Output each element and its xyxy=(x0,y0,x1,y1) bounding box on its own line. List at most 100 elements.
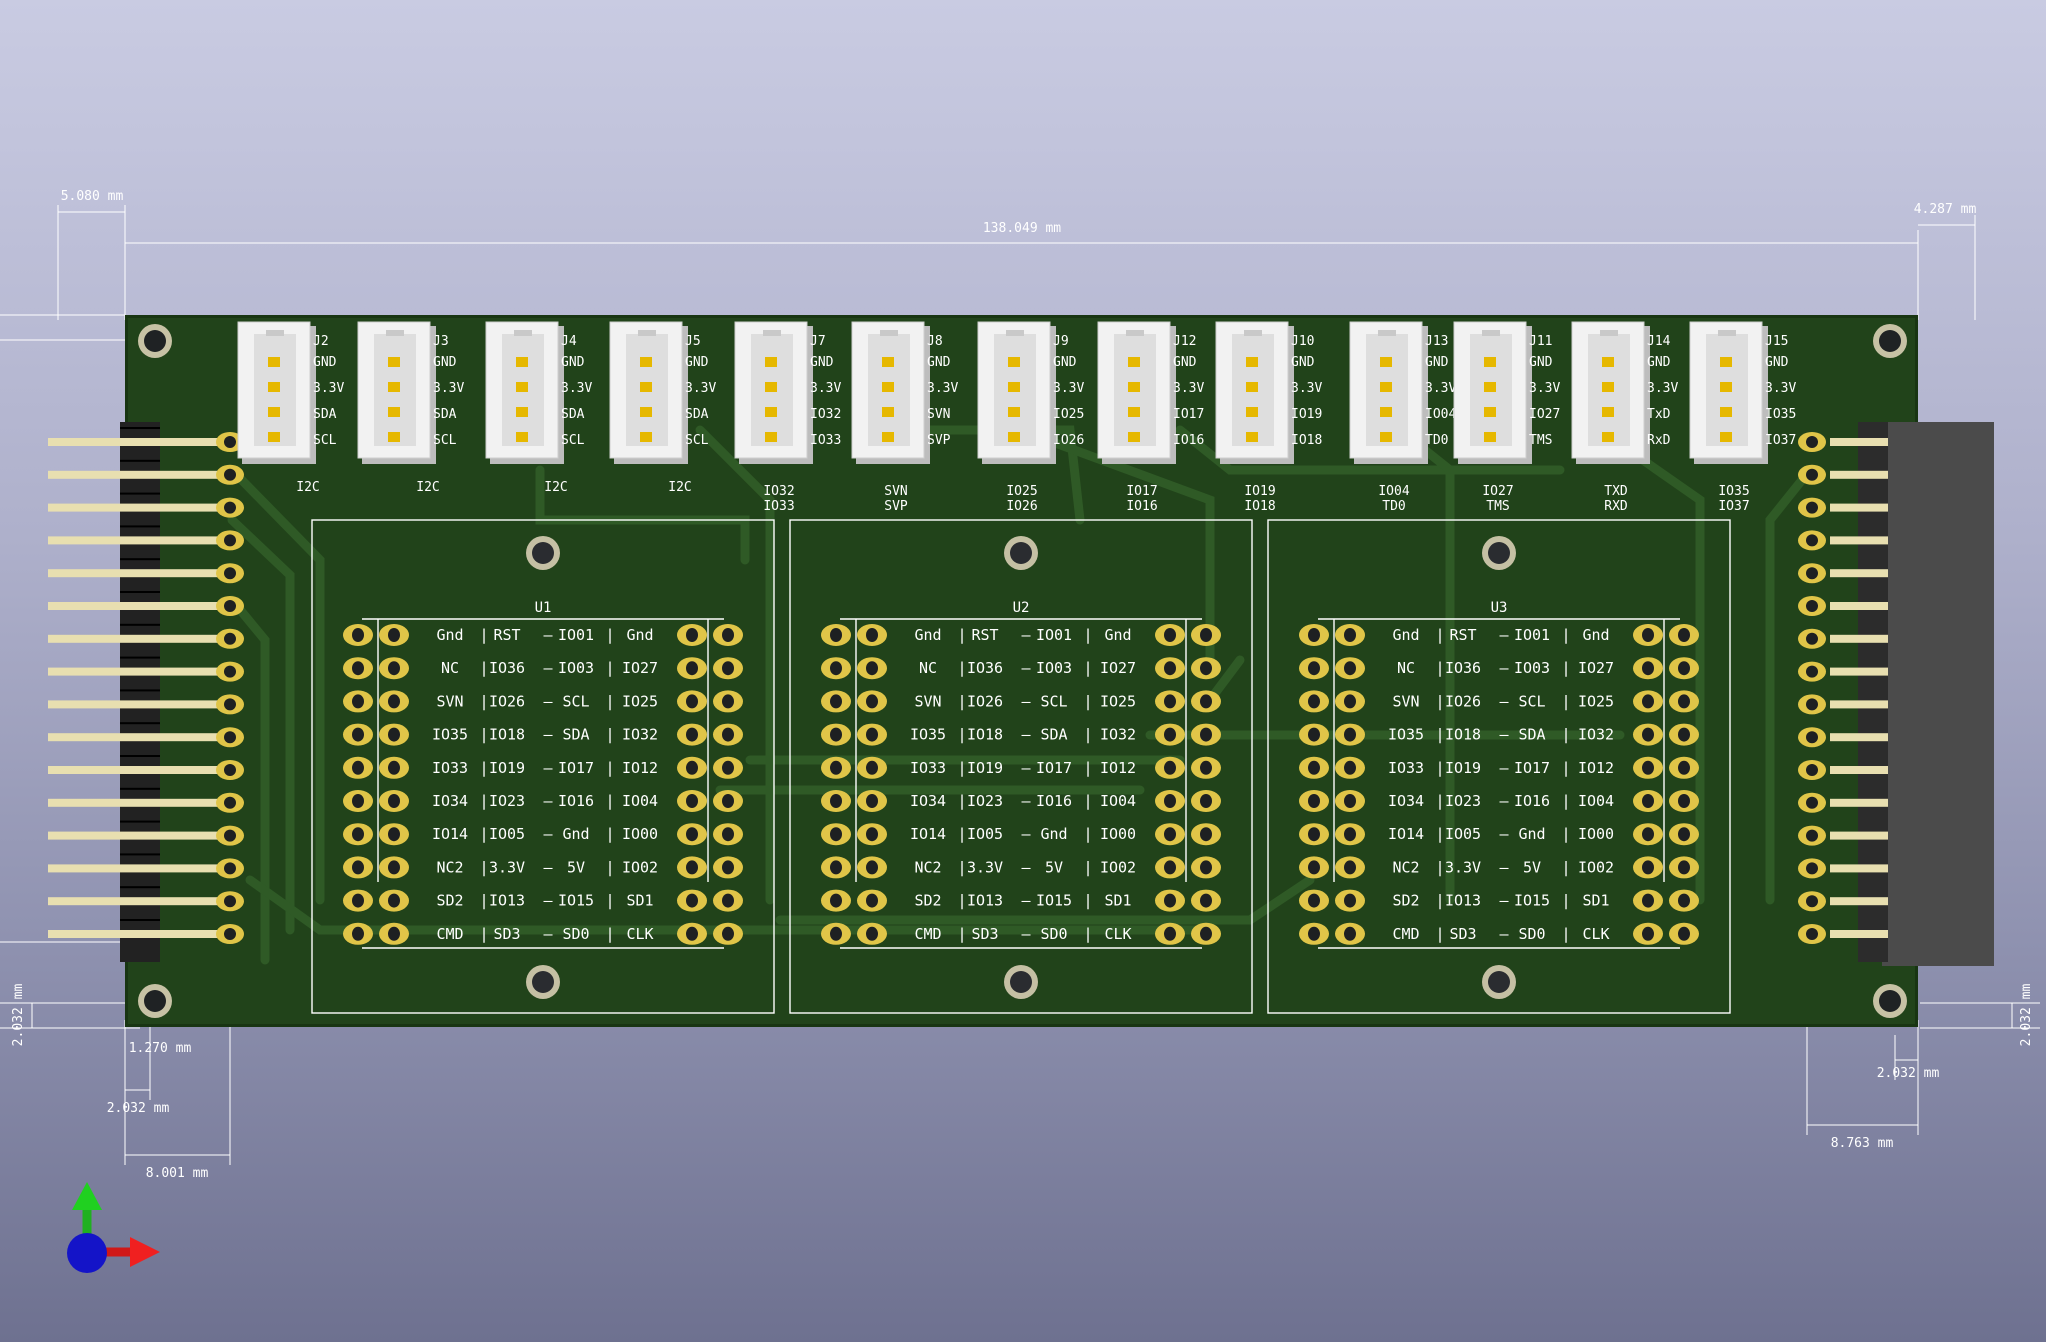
connector-pin xyxy=(388,382,400,392)
pin-label: IO36 xyxy=(967,659,1003,677)
pad-hole xyxy=(1344,926,1356,941)
pin-label: IO15 xyxy=(1036,892,1072,910)
connector-pin xyxy=(388,357,400,367)
silk-separator: | xyxy=(479,825,488,843)
connector-pin xyxy=(388,432,400,442)
header-pin xyxy=(48,831,160,840)
connector-pin xyxy=(1128,432,1140,442)
silk-separator: | xyxy=(605,892,614,910)
connector-pin xyxy=(1720,407,1732,417)
connector-pin-label: IO04 xyxy=(1425,407,1456,422)
header-pin xyxy=(160,569,220,578)
connector-pin-label: GND xyxy=(1529,355,1553,370)
header-pin xyxy=(48,536,160,545)
connector-group-label: IO35 xyxy=(1718,484,1749,499)
pad-hole xyxy=(1678,760,1690,775)
header-divider xyxy=(120,623,160,626)
module-ref: U1 xyxy=(535,600,552,616)
connector-pin xyxy=(1128,407,1140,417)
pin-label: 5V xyxy=(1045,858,1063,876)
header-j1[interactable] xyxy=(48,422,244,962)
module-u3[interactable]: U3Gnd|RST–IO01|GndNC|IO36–IO03|IO27SVN|I… xyxy=(1267,519,1731,1014)
pad-hole xyxy=(352,893,364,908)
dim-left-vertical: 2.032 mm xyxy=(11,984,26,1047)
pad-hole xyxy=(1344,827,1356,842)
connector-group-label: IO27 xyxy=(1482,484,1513,499)
pin-label: CLK xyxy=(1582,925,1609,943)
silk-separator: | xyxy=(1435,692,1444,710)
module-hole-inner xyxy=(532,542,554,564)
pin-label: 3.3V xyxy=(489,858,525,876)
connector-pin xyxy=(1246,407,1258,417)
pad-hole xyxy=(1806,862,1818,875)
dim-bottom-right-1: 2.032 mm xyxy=(1877,1066,1940,1081)
pin-label: IO04 xyxy=(622,792,658,810)
pad-hole xyxy=(1164,661,1176,676)
pad-hole xyxy=(830,827,842,842)
connector-pin-label: IO37 xyxy=(1765,433,1796,448)
module-u2[interactable]: U2Gnd|RST–IO01|GndNC|IO36–IO03|IO27SVN|I… xyxy=(789,519,1253,1014)
header-j2[interactable] xyxy=(1798,422,1994,966)
connector-group-label: IO26 xyxy=(1006,499,1037,514)
pin-label: IO25 xyxy=(1578,692,1614,710)
module-u1[interactable]: U1Gnd|RST–IO01|GndNC|IO36–IO03|IO27SVN|I… xyxy=(311,519,775,1014)
connector-pin xyxy=(882,357,894,367)
pad-hole xyxy=(1642,860,1654,875)
pin-label: Gnd xyxy=(1582,626,1609,644)
header-divider xyxy=(120,689,160,692)
pin-label: Gnd xyxy=(1518,825,1545,843)
pad-hole xyxy=(1806,731,1818,744)
pad-hole xyxy=(1200,727,1212,742)
pin-label: IO14 xyxy=(1388,825,1424,843)
axis-gizmo-icon[interactable] xyxy=(67,1182,160,1273)
module-outline xyxy=(1267,519,1731,1014)
pin-label: CLK xyxy=(626,925,653,943)
header-pin xyxy=(1830,700,1888,709)
pad-hole xyxy=(722,628,734,642)
silk-separator: | xyxy=(1435,925,1444,943)
pin-label: IO32 xyxy=(1578,726,1614,744)
connector-group-label: IO37 xyxy=(1718,499,1749,514)
dim-bottom-left-3: 8.001 mm xyxy=(146,1166,209,1181)
silk-separator: | xyxy=(605,825,614,843)
connector-group-label: IO17 xyxy=(1126,484,1157,499)
pad-hole xyxy=(1200,694,1212,709)
connector-pin xyxy=(765,432,777,442)
module-footprints: U1Gnd|RST–IO01|GndNC|IO36–IO03|IO27SVN|I… xyxy=(311,519,1731,1014)
pin-label: IO19 xyxy=(489,759,525,777)
pin-label: SDA xyxy=(1040,726,1067,744)
silk-separator: | xyxy=(957,692,966,710)
silk-separator: – xyxy=(1499,659,1509,677)
connector-latch xyxy=(266,330,284,336)
pin-label: SVN xyxy=(1392,692,1419,710)
pin-label: SD3 xyxy=(493,925,520,943)
header-pin xyxy=(1830,536,1888,545)
pin-label: 3.3V xyxy=(967,858,1003,876)
connector-group-label: SVP xyxy=(884,499,908,514)
pin-label: IO33 xyxy=(432,759,468,777)
connector-pin xyxy=(1246,382,1258,392)
pin-label: SD3 xyxy=(1449,925,1476,943)
connector-pin xyxy=(1484,432,1496,442)
pad-hole xyxy=(1642,694,1654,709)
pin-label: SD1 xyxy=(1104,892,1131,910)
pin-label: RST xyxy=(1449,626,1476,644)
silk-separator: | xyxy=(957,659,966,677)
pad-hole xyxy=(352,827,364,842)
pin-label: SDA xyxy=(1518,726,1545,744)
connector-pin-label: GND xyxy=(433,355,457,370)
